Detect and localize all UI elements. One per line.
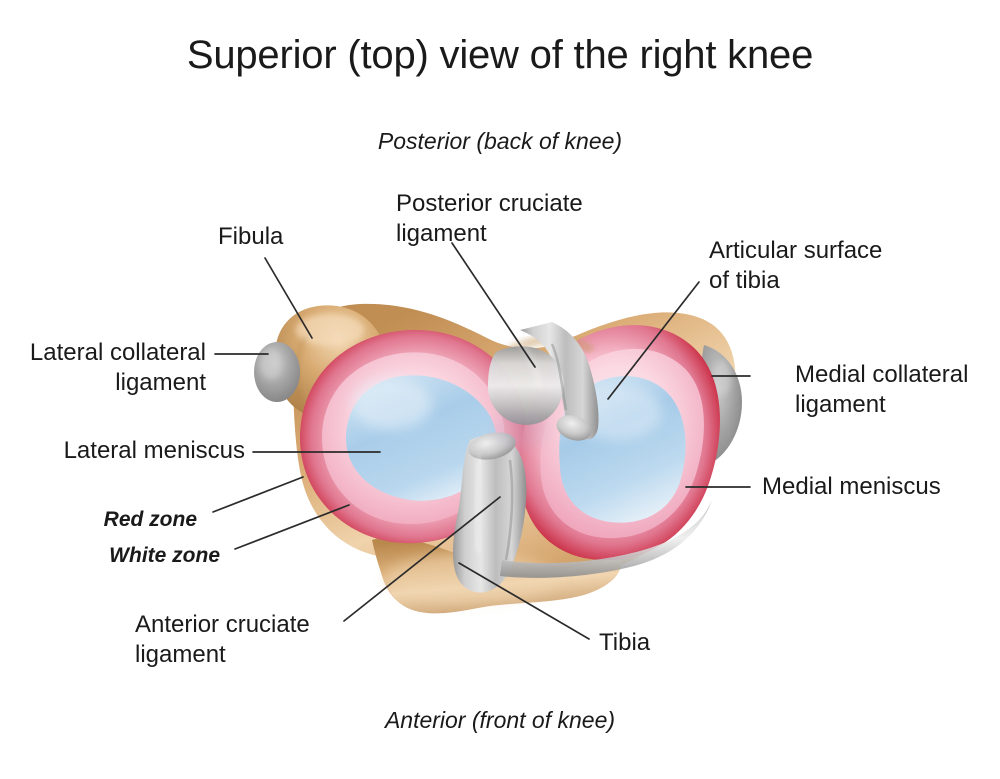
posterior-cruciate-ligament-shape [488, 322, 599, 441]
label-anterior-cruciate-ligament: Anterior cruciate ligament [135, 611, 310, 668]
label-posterior-cruciate-ligament: Posterior cruciate ligament [396, 190, 583, 247]
label-medial-meniscus: Medial meniscus [762, 473, 941, 500]
label-tibia: Tibia [599, 629, 651, 656]
label-medial-collateral-ligament: Medial collateral ligament [795, 361, 969, 418]
leader-fibula [264, 257, 313, 339]
label-articular-surface-of-tibia: Articular surface of tibia [709, 237, 883, 294]
leader-tibia [458, 562, 590, 640]
leader-white-zone [234, 504, 350, 550]
lateral-collateral-ligament-shape [254, 342, 300, 402]
posterior-orientation-label: Posterior (back of knee) [377, 128, 623, 154]
label-red-zone: Red zone [103, 508, 197, 531]
page-title: Superior (top) view of the right knee [186, 33, 814, 77]
leader-anterior-cruciate-ligament [343, 496, 501, 622]
label-white-zone: White zone [109, 544, 220, 567]
leader-lines [212, 242, 751, 640]
anterior-cruciate-ligament-shape [453, 432, 712, 593]
leader-posterior-cruciate-ligament [451, 242, 536, 368]
leader-articular-surface-of-tibia [607, 281, 700, 400]
label-lateral-collateral-ligament: Lateral collateral ligament [29, 339, 206, 396]
leader-red-zone [212, 476, 304, 513]
label-fibula: Fibula [218, 223, 284, 250]
anterior-orientation-label: Anterior (front of knee) [384, 707, 616, 733]
label-lateral-meniscus: Lateral meniscus [63, 437, 245, 464]
